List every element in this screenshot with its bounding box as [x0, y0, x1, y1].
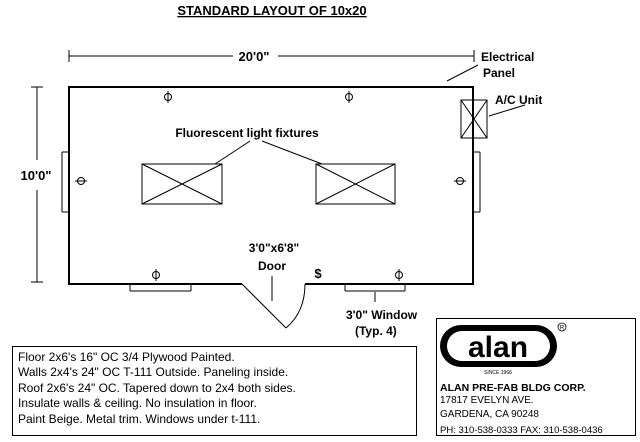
construction-notes: Floor 2x6's 16" OC 3/4 Plywood Painted. … — [12, 346, 417, 436]
registered-mark-icon — [557, 322, 567, 332]
electrical-panel-label-line2: Panel — [483, 66, 515, 80]
company-logo-text: alan — [468, 331, 528, 364]
ac-unit-leader — [488, 104, 526, 117]
company-address1: 17817 EVELYN AVE. — [440, 395, 534, 406]
outlet-left-icon — [75, 177, 87, 185]
light-fixture-right — [315, 163, 396, 205]
note-line: Walls 2x4's 24" OC T-111 Outside. Paneli… — [18, 365, 289, 380]
outlet-bottom-left-icon — [152, 269, 160, 281]
door-label: Door — [258, 259, 286, 273]
outlet-top-left-icon — [164, 91, 172, 103]
electrical-panel-leader — [446, 64, 479, 82]
light-switch-symbol: $ — [314, 266, 322, 281]
height-dimension — [31, 86, 43, 283]
window-bottom-left — [129, 284, 192, 292]
company-title-block: alan SINCE 1966 R ALAN PRE-FAB BLDG CORP… — [436, 318, 636, 436]
window-bottom-right — [344, 284, 406, 292]
plan-title: STANDARD LAYOUT OF 10x20 — [177, 3, 366, 18]
light-fixture-left — [141, 163, 223, 205]
height-label: 10'0" — [21, 168, 52, 183]
note-line: Insulate walls & ceiling. No insulation … — [18, 396, 257, 411]
building-outline — [68, 86, 474, 285]
note-line: Roof 2x6's 24" OC. Tapered down to 2x4 b… — [18, 380, 296, 395]
registered-mark-letter: R — [560, 326, 565, 332]
company-name: ALAN PRE-FAB BLDG CORP. — [440, 382, 586, 394]
window-label-line1: 3'0" Window — [346, 308, 418, 322]
fluorescent-label: Fluorescent light fixtures — [175, 126, 319, 140]
note-line: Paint Beige. Metal trim. Windows under t… — [18, 411, 261, 426]
window-left — [61, 151, 69, 213]
width-label: 20'0" — [239, 49, 270, 64]
fluorescent-leaders — [214, 140, 323, 165]
company-title-svg: alan SINCE 1966 R ALAN PRE-FAB BLDG CORP… — [440, 322, 603, 436]
ac-unit-label: A/C Unit — [495, 93, 542, 107]
width-dimension — [68, 50, 475, 62]
electrical-panel-label-line1: Electrical — [481, 50, 534, 64]
window-right — [473, 151, 481, 213]
outlet-right-icon — [454, 177, 466, 185]
company-since: SINCE 1966 — [484, 370, 512, 376]
note-line: Floor 2x6's 16" OC 3/4 Plywood Painted. — [18, 350, 235, 364]
outlet-top-right-icon — [345, 91, 353, 103]
company-address2: GARDENA, CA 90248 — [440, 409, 539, 420]
ac-unit-icon — [460, 99, 488, 139]
window-label-line2: (Typ. 4) — [355, 324, 397, 338]
door-swing — [241, 283, 306, 329]
outlet-bottom-right-icon — [395, 269, 403, 281]
company-logo-inner — [447, 331, 550, 361]
door-size-label: 3'0"x6'8" — [249, 241, 299, 255]
company-phone: PH: 310-538-0333 FAX: 310-538-0436 — [440, 425, 603, 436]
